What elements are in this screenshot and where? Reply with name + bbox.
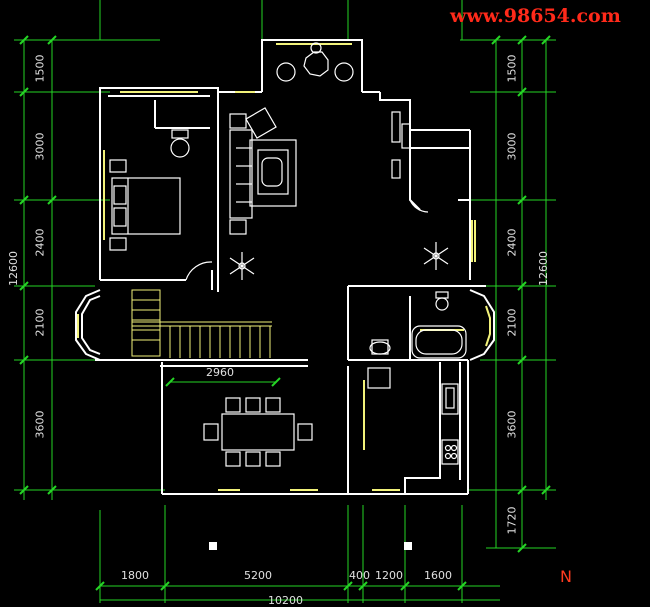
- wash-basin: [369, 341, 391, 355]
- column-marker-left: [209, 542, 217, 550]
- sofa: [229, 129, 253, 219]
- left-dim-2: 3000: [33, 132, 47, 161]
- plant-living: [229, 252, 255, 280]
- watermark-text: www.98654.com: [450, 5, 621, 27]
- bay-table: [303, 51, 329, 77]
- right-dim-5: 3600: [505, 410, 519, 439]
- left-dim-4: 2100: [33, 308, 47, 337]
- left-dim-1: 1500: [33, 54, 47, 83]
- dimension-ticks: [19, 35, 551, 591]
- right-dim-4: 2100: [505, 308, 519, 337]
- windows: [77, 43, 491, 491]
- left-bay-window: [75, 289, 101, 361]
- north-arrow-label: N: [560, 567, 572, 586]
- bottom-dim-5: 1600: [424, 569, 452, 582]
- bathtub: [411, 325, 467, 359]
- bed: [111, 177, 181, 235]
- bottom-dim-3: 400: [349, 569, 370, 582]
- left-dim-5: 3600: [33, 410, 47, 439]
- bedroom-toilet: [170, 138, 190, 158]
- column-marker-right: [404, 542, 412, 550]
- bottom-dim-1: 1800: [121, 569, 149, 582]
- staircase: [131, 289, 272, 358]
- right-dim-3: 2400: [505, 228, 519, 257]
- plant-entry: [423, 242, 449, 270]
- right-dim-1: 1500: [505, 54, 519, 83]
- bath-toilet: [435, 297, 449, 311]
- furniture: [109, 42, 467, 467]
- right-bay-window: [469, 289, 495, 361]
- plants: [229, 242, 449, 280]
- bottom-total-dim: 10200: [268, 594, 303, 607]
- left-total-dim: 12600: [7, 251, 20, 286]
- dimension-lines: [14, 0, 556, 603]
- left-dim-3: 2400: [33, 228, 47, 257]
- coffee-table: [249, 139, 297, 207]
- walls: [95, 39, 486, 495]
- right-dim-6: 1720: [505, 506, 519, 535]
- right-dim-2: 3000: [505, 132, 519, 161]
- bottom-dim-4: 1200: [375, 569, 403, 582]
- inner-dim-dining: 2960: [206, 366, 234, 379]
- bottom-dim-2: 5200: [244, 569, 272, 582]
- right-total-dim: 12600: [537, 251, 550, 286]
- dining-table: [221, 413, 295, 451]
